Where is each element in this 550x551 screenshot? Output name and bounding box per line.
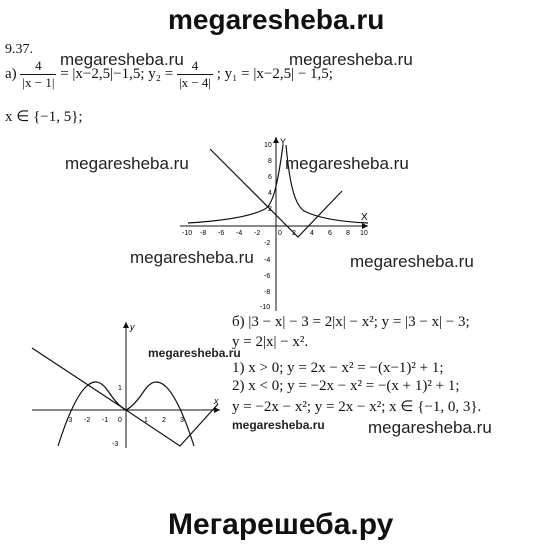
graph-a-y-tick: 10 xyxy=(264,142,272,149)
fraction-1: 4 |x − 1| xyxy=(20,58,57,91)
graph-b-x-tick: -3 xyxy=(66,417,72,424)
graph-a-y-tick: -8 xyxy=(264,289,270,296)
graph-a-abs-line xyxy=(209,148,343,238)
graph-b-x-tick: 1 xyxy=(144,417,148,424)
equation-1-rhs: = |x−2,5|−1,5; xyxy=(60,65,145,82)
watermark: megaresheba.ru xyxy=(285,154,409,173)
part-b-line-5: y = −2x − x²; y = 2x − x²; x ∈ {−1, 0, 3… xyxy=(232,399,482,415)
watermark: megaresheba.ru xyxy=(130,248,254,267)
graph-a-y-tick: 4 xyxy=(268,190,272,197)
graph-b-abs-line xyxy=(31,347,219,447)
graph-b-x-tick: -2 xyxy=(84,417,90,424)
part-b-line-1: б) |3 − x| − 3 = 2|x| − x²; y = |3 − x| … xyxy=(232,314,470,330)
y2-lhs: y₂ = xyxy=(148,65,174,82)
graph-b-parabola-curve xyxy=(57,381,195,447)
graph-a-x-tick: -2 xyxy=(254,230,260,237)
graph-a-y-tick: 6 xyxy=(268,174,272,181)
graph-a-x-tick: 8 xyxy=(346,230,350,237)
part-b-line-3: 1) x > 0; y = 2x − x² = −(x−1)² + 1; xyxy=(232,360,444,376)
fraction-2-numerator: 4 xyxy=(176,58,214,75)
graph-a-x-tick: -8 xyxy=(200,230,206,237)
watermark: megaresheba.ru xyxy=(289,50,413,69)
graph-a-y-arrow xyxy=(273,137,279,143)
graph-a-x-tick: 4 xyxy=(310,230,314,237)
graph-b-x-tick: 2 xyxy=(162,417,166,424)
graph-b-y-label: y xyxy=(129,322,135,332)
part-b-line-4: 2) x < 0; y = −2x − x² = −(x + 1)² + 1; xyxy=(232,378,460,394)
graph-b-x-label: x xyxy=(213,396,219,406)
fraction-2: 4 |x − 4| xyxy=(176,58,214,91)
graph-a-x-tick: 0 xyxy=(278,230,282,237)
fraction-1-numerator: 4 xyxy=(20,58,57,75)
watermark: megaresheba.ru xyxy=(232,418,325,432)
part-a-label: а) xyxy=(5,65,17,82)
watermark: megaresheba.ru xyxy=(65,154,189,173)
graph-a-curve-right xyxy=(285,144,369,224)
graph-b-x-arrow xyxy=(214,407,220,413)
graph-a: X Y -10 -8 -6 -4 -2 0 2 4 6 8 10 10 8 6 … xyxy=(180,137,369,311)
graph-a-y-label: Y xyxy=(280,137,286,147)
graph-a-y-tick: -10 xyxy=(260,304,270,311)
graph-b-x-tick: -1 xyxy=(102,417,108,424)
graph-b-x-tick: 3 xyxy=(180,417,184,424)
part-a-answer: x ∈ {−1, 5}; xyxy=(5,109,83,125)
graph-a-x-label: X xyxy=(361,212,368,223)
watermark: megaresheba.ru xyxy=(60,50,184,69)
graph-a-x-tick: 6 xyxy=(328,230,332,237)
footer-site-title: Мегарешеба.ру xyxy=(168,508,394,541)
watermark: megaresheba.ru xyxy=(148,346,241,360)
graph-b-y-tick: -3 xyxy=(112,441,118,448)
y1-definition: ; y₁ = |x−2,5| − 1,5; xyxy=(216,65,333,82)
graph-a-x-tick: -4 xyxy=(236,230,242,237)
part-a-equation: а) 4 |x − 1| = |x−2,5|−1,5; y₂ = 4 |x − … xyxy=(5,58,333,91)
graph-a-y-tick: -4 xyxy=(264,257,270,264)
header-site-title: megaresheba.ru xyxy=(168,4,385,35)
graph-b-y-arrow xyxy=(123,322,129,328)
graph-a-y-tick: -6 xyxy=(264,273,270,280)
graph-a-x-tick: -10 xyxy=(182,230,192,237)
graph-a-x-arrow xyxy=(362,223,368,229)
graph-b: x y -3 -2 -1 0 1 2 3 1 -3 xyxy=(31,322,220,448)
problem-number: 9.37. xyxy=(5,42,33,57)
graph-b-x-tick: 0 xyxy=(118,417,122,424)
graph-a-x-tick: -6 xyxy=(218,230,224,237)
fraction-2-denominator: |x − 4| xyxy=(178,75,212,90)
graph-a-x-tick: 10 xyxy=(360,230,368,237)
graph-a-y-tick: 8 xyxy=(268,158,272,165)
watermark: megaresheba.ru xyxy=(368,418,492,437)
fraction-1-denominator: |x − 1| xyxy=(22,75,55,90)
part-b-line-2: y = 2|x| − x². xyxy=(232,334,309,350)
watermark: megaresheba.ru xyxy=(350,252,474,271)
graph-a-y-tick: -2 xyxy=(264,240,270,247)
graph-b-y-tick: 1 xyxy=(118,385,122,392)
graph-a-curve-left xyxy=(187,144,284,224)
